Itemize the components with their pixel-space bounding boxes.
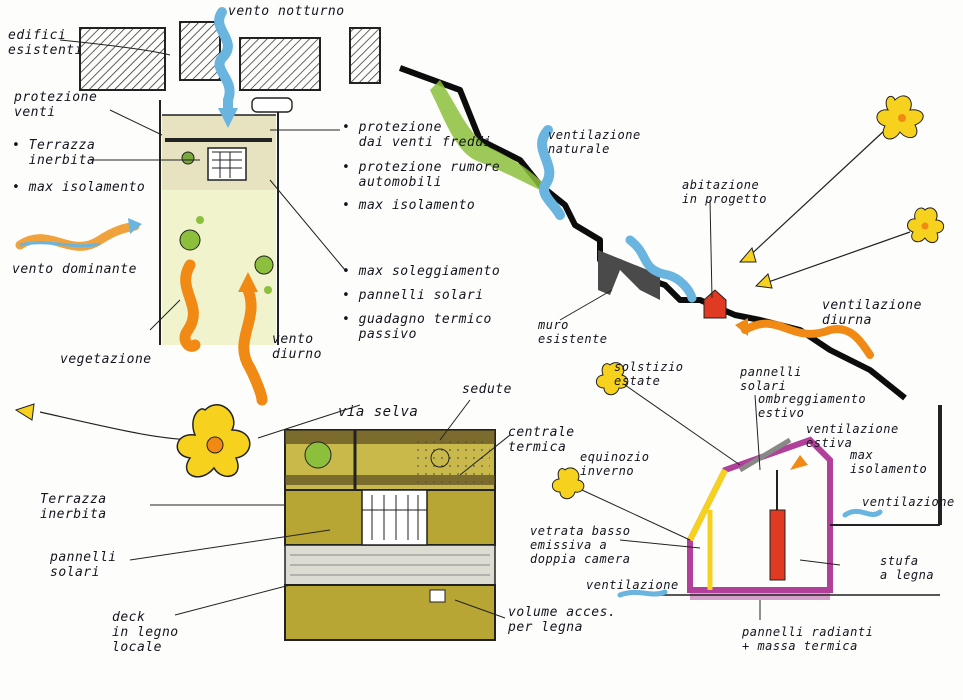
elevation-window <box>361 489 428 546</box>
solar-panels <box>738 437 792 473</box>
sun-icon <box>876 95 924 140</box>
daytime-ventilation-arrow <box>741 319 874 359</box>
night-wind-arrow <box>214 7 235 117</box>
label-protezione-venti: protezione venti <box>14 90 98 120</box>
label-protezione-venti-freddi: • protezione dai venti freddi <box>342 120 492 150</box>
label-ventilazione-estiva: ventilazione estiva <box>806 422 899 450</box>
label-volume-accessorio: volume acces. per legna <box>508 605 617 635</box>
label-edifici-esistenti: edifici esistenti <box>8 28 83 58</box>
label-vento-notturno: vento notturno <box>228 4 345 19</box>
sun-icon <box>907 207 945 244</box>
label-ventilazione-right: ventilazione <box>862 495 955 509</box>
label-ventilazione-low: ventilazione <box>586 578 679 592</box>
existing-building-far <box>349 27 381 84</box>
tree-icon <box>304 441 332 469</box>
label-ventilazione-diurna: ventilazione diurna <box>822 298 922 328</box>
slope-section <box>398 65 945 401</box>
terrain-profile <box>398 65 907 401</box>
label-vetrata: vetrata basso emissiva a doppia camera <box>530 524 631 566</box>
label-pannelli-radianti: pannelli radianti + massa termica <box>742 625 874 653</box>
label-terrazza-inerbita-top: • Terrazza inerbita <box>12 138 96 168</box>
label-ombreggiamento-estivo: ombreggiamento estivo <box>758 392 867 420</box>
label-solstizio-estate: solstizio estate <box>614 360 684 388</box>
label-vento-dominante: vento dominante <box>12 262 137 277</box>
label-ventilazione-naturale: ventilazione naturale <box>548 128 641 156</box>
label-max-soleggiamento: • max soleggiamento <box>342 264 501 279</box>
large-sun-group <box>14 403 361 478</box>
label-max-isolamento-section: max isolamento <box>850 448 928 476</box>
label-vento-diurno: vento diurno <box>272 332 322 362</box>
natural-ventilation-arrow <box>537 125 565 220</box>
label-pannelli-solari-bottom: pannelli solari <box>50 550 117 580</box>
label-max-isolamento-top: • max isolamento <box>12 180 146 195</box>
daytime-wind-arrow <box>238 284 268 406</box>
house-section <box>551 362 942 620</box>
label-centrale-termica: centrale termica <box>508 425 575 455</box>
label-vegetazione: vegetazione <box>60 352 152 367</box>
label-pannelli-solari-section: pannelli solari <box>740 365 802 393</box>
label-equinozio-inverno: equinozio inverno <box>580 450 650 478</box>
site-plan <box>15 7 381 406</box>
label-deck-legno: deck in legno locale <box>112 610 179 655</box>
label-protezione-rumore: • protezione rumore automobili <box>342 160 501 190</box>
label-sedute: sedute <box>462 382 512 397</box>
car-icon <box>251 97 293 113</box>
sun-icon <box>176 403 251 478</box>
label-max-isolamento-mid: • max isolamento <box>342 198 476 213</box>
house-in-project <box>703 289 727 319</box>
dominant-wind-arrow <box>15 221 140 251</box>
label-pannelli-solari: • pannelli solari <box>342 288 484 303</box>
existing-building-left <box>79 27 166 91</box>
tree-icon <box>254 255 274 275</box>
label-via-selva: via selva <box>338 404 419 420</box>
label-abitazione-progetto: abitazione in progetto <box>682 178 767 206</box>
elevation-view <box>129 399 511 641</box>
label-terrazza-inerbita-bottom: Terrazza inerbita <box>40 492 107 522</box>
wood-stove <box>769 509 786 581</box>
hillside-vegetation <box>430 80 545 190</box>
label-stufa-legna: stufa a legna <box>880 554 935 582</box>
daytime-wind-arrow <box>179 259 201 352</box>
sun-icon <box>595 362 629 396</box>
label-guadagno-termico: • guadagno termico passivo <box>342 312 492 342</box>
label-muro-esistente: muro esistente <box>538 318 608 346</box>
existing-building-mid <box>179 21 221 81</box>
arrow-icon <box>14 403 35 421</box>
sun-icon <box>551 467 585 500</box>
plan-house <box>207 147 247 181</box>
existing-wall <box>598 250 660 300</box>
tree-icon <box>179 229 201 251</box>
existing-building-right <box>239 37 321 91</box>
